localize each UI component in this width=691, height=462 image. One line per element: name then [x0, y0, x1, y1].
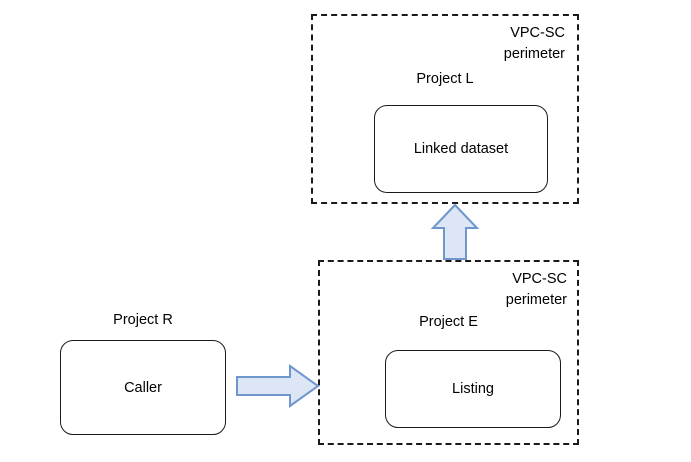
linked-dataset-box[interactable]: Linked dataset: [374, 105, 548, 193]
arrow-up-listing-to-linked-dataset: [430, 203, 480, 261]
caller-box[interactable]: Caller: [60, 340, 226, 435]
project-l-label: Project L: [416, 71, 474, 87]
arrow-right-caller-to-listing: [235, 364, 320, 408]
vpcsc-perimeter-project-l: VPC-SC perimeter Project L Linked datase…: [311, 14, 579, 204]
listing-box[interactable]: Listing: [385, 350, 561, 428]
linked-dataset-label: Linked dataset: [413, 141, 509, 157]
vpcsc-perimeter-project-e: VPC-SC perimeter Project E Listing: [318, 260, 579, 445]
caller-label: Caller: [124, 379, 162, 396]
vpcsc-perimeter-label-bottom: VPC-SC perimeter: [505, 271, 567, 308]
vpcsc-perimeter-label-top: VPC-SC perimeter: [503, 25, 565, 62]
arrow-up-icon: [430, 203, 480, 260]
listing-label: Listing: [452, 381, 494, 397]
arrow-right-icon: [236, 364, 320, 408]
project-r-label: Project R: [113, 312, 173, 328]
project-e-label: Project E: [419, 314, 478, 330]
